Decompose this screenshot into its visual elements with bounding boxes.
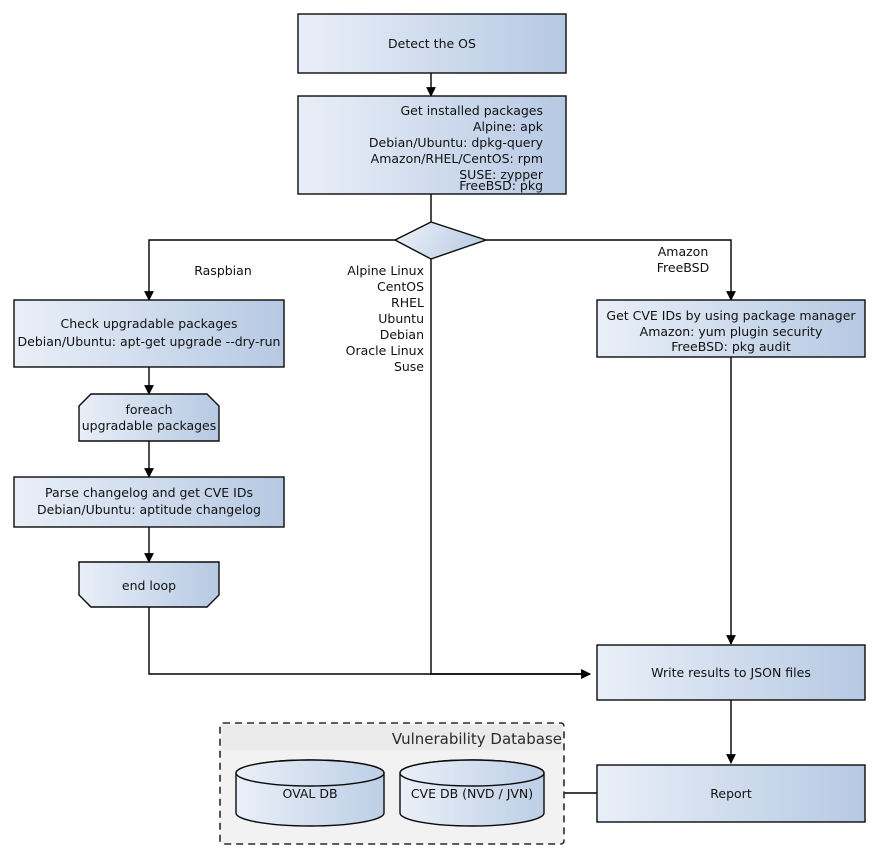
detect-os-box — [297, 13, 567, 74]
check-upgradable-line-2: Debian/Ubuntu: apt-get upgrade --dry-run — [18, 334, 281, 349]
get-installed-packages-line-2: Alpine: apk — [473, 119, 544, 134]
end-loop-label: end loop — [122, 578, 176, 593]
get-installed-packages-line-4: Amazon/RHEL/CentOS: rpm — [371, 151, 543, 166]
node-get-installed-packages[interactable]: Get installed packages Alpine: apk Debia… — [297, 95, 567, 195]
node-cve-db[interactable]: CVE DB (NVD / JVN) — [399, 759, 545, 827]
end-loop-shape — [78, 561, 220, 608]
os-decision-diamond — [393, 221, 489, 260]
edge-label-middle-distros: Alpine Linux CentOS RHEL Ubuntu Debian O… — [346, 263, 425, 374]
node-get-cve-ids[interactable]: Get CVE IDs by using package manager Ama… — [596, 299, 866, 358]
edge-label-amazon-freebsd: Amazon FreeBSD — [657, 244, 709, 275]
write-results-label: Write results to JSON files — [651, 665, 811, 680]
oval-db-label: OVAL DB — [282, 786, 337, 801]
node-foreach-loop[interactable]: foreach upgradable packages — [78, 393, 220, 442]
node-os-decision[interactable] — [393, 221, 489, 260]
detect-os-label: Detect the OS — [388, 36, 476, 51]
distro-label-7: Suse — [394, 359, 424, 374]
raspbian-label: Raspbian — [194, 263, 252, 278]
vulnerability-database-group: Vulnerability Database OVAL DB CVE DB (N… — [219, 722, 565, 845]
node-write-results[interactable]: Write results to JSON files — [596, 644, 866, 701]
group-titlebar — [222, 725, 562, 750]
edge-decision-to-get-cve — [486, 239, 736, 301]
get-installed-packages-box — [297, 95, 567, 195]
get-installed-packages-line-6: FreeBSD: pkg — [459, 178, 543, 193]
get-installed-packages-line-3: Debian/Ubuntu: dpkg-query — [369, 135, 544, 150]
check-upgradable-box — [13, 299, 285, 368]
group-title-label: Vulnerability Database — [392, 730, 562, 748]
parse-changelog-box — [13, 476, 285, 528]
get-installed-packages-line-1: Get installed packages — [400, 103, 543, 118]
distro-label-6: Oracle Linux — [346, 343, 424, 358]
report-label: Report — [710, 786, 752, 801]
node-check-upgradable[interactable]: Check upgradable packages Debian/Ubuntu:… — [13, 299, 285, 368]
edge-label-raspbian: Raspbian — [194, 263, 252, 278]
get-cve-ids-line-3: FreeBSD: pkg audit — [671, 339, 791, 354]
parse-changelog-line-1: Parse changelog and get CVE IDs — [45, 485, 253, 500]
edge-endloop-to-write-results — [148, 607, 591, 679]
parse-changelog-line-2: Debian/Ubuntu: aptitude changelog — [37, 502, 261, 517]
distro-label-4: Ubuntu — [378, 311, 424, 326]
get-cve-ids-line-2: Amazon: yum plugin security — [640, 324, 823, 339]
get-installed-packages-line-5: SUSE: zypper — [459, 167, 544, 182]
node-detect-os[interactable]: Detect the OS — [297, 13, 567, 74]
distro-label-5: Debian — [380, 327, 424, 342]
distro-label-1: Alpine Linux — [347, 263, 424, 278]
amazon-label: Amazon — [658, 244, 709, 259]
foreach-loop-line-1: foreach — [125, 402, 172, 417]
edge-decision-to-check-upgradable — [144, 239, 395, 301]
get-cve-ids-line-1: Get CVE IDs by using package manager — [606, 308, 856, 323]
connector-layer — [144, 73, 736, 794]
node-end-loop[interactable]: end loop — [78, 561, 220, 608]
edge-decision-to-write-results — [430, 259, 591, 679]
cve-db-cylinder-top — [399, 759, 545, 787]
foreach-loop-line-2: upgradable packages — [82, 418, 217, 433]
report-box — [596, 764, 866, 823]
get-cve-ids-box — [596, 299, 866, 358]
distro-label-2: CentOS — [377, 279, 424, 294]
node-parse-changelog[interactable]: Parse changelog and get CVE IDs Debian/U… — [13, 476, 285, 528]
write-results-box — [596, 644, 866, 701]
foreach-loop-shape — [78, 393, 220, 442]
node-report[interactable]: Report — [596, 764, 866, 823]
distro-label-3: RHEL — [391, 295, 424, 310]
check-upgradable-line-1: Check upgradable packages — [61, 316, 238, 331]
oval-db-cylinder-top — [235, 759, 385, 787]
node-oval-db[interactable]: OVAL DB — [235, 759, 385, 827]
freebsd-label: FreeBSD — [657, 260, 709, 275]
cve-db-label: CVE DB (NVD / JVN) — [411, 786, 533, 801]
